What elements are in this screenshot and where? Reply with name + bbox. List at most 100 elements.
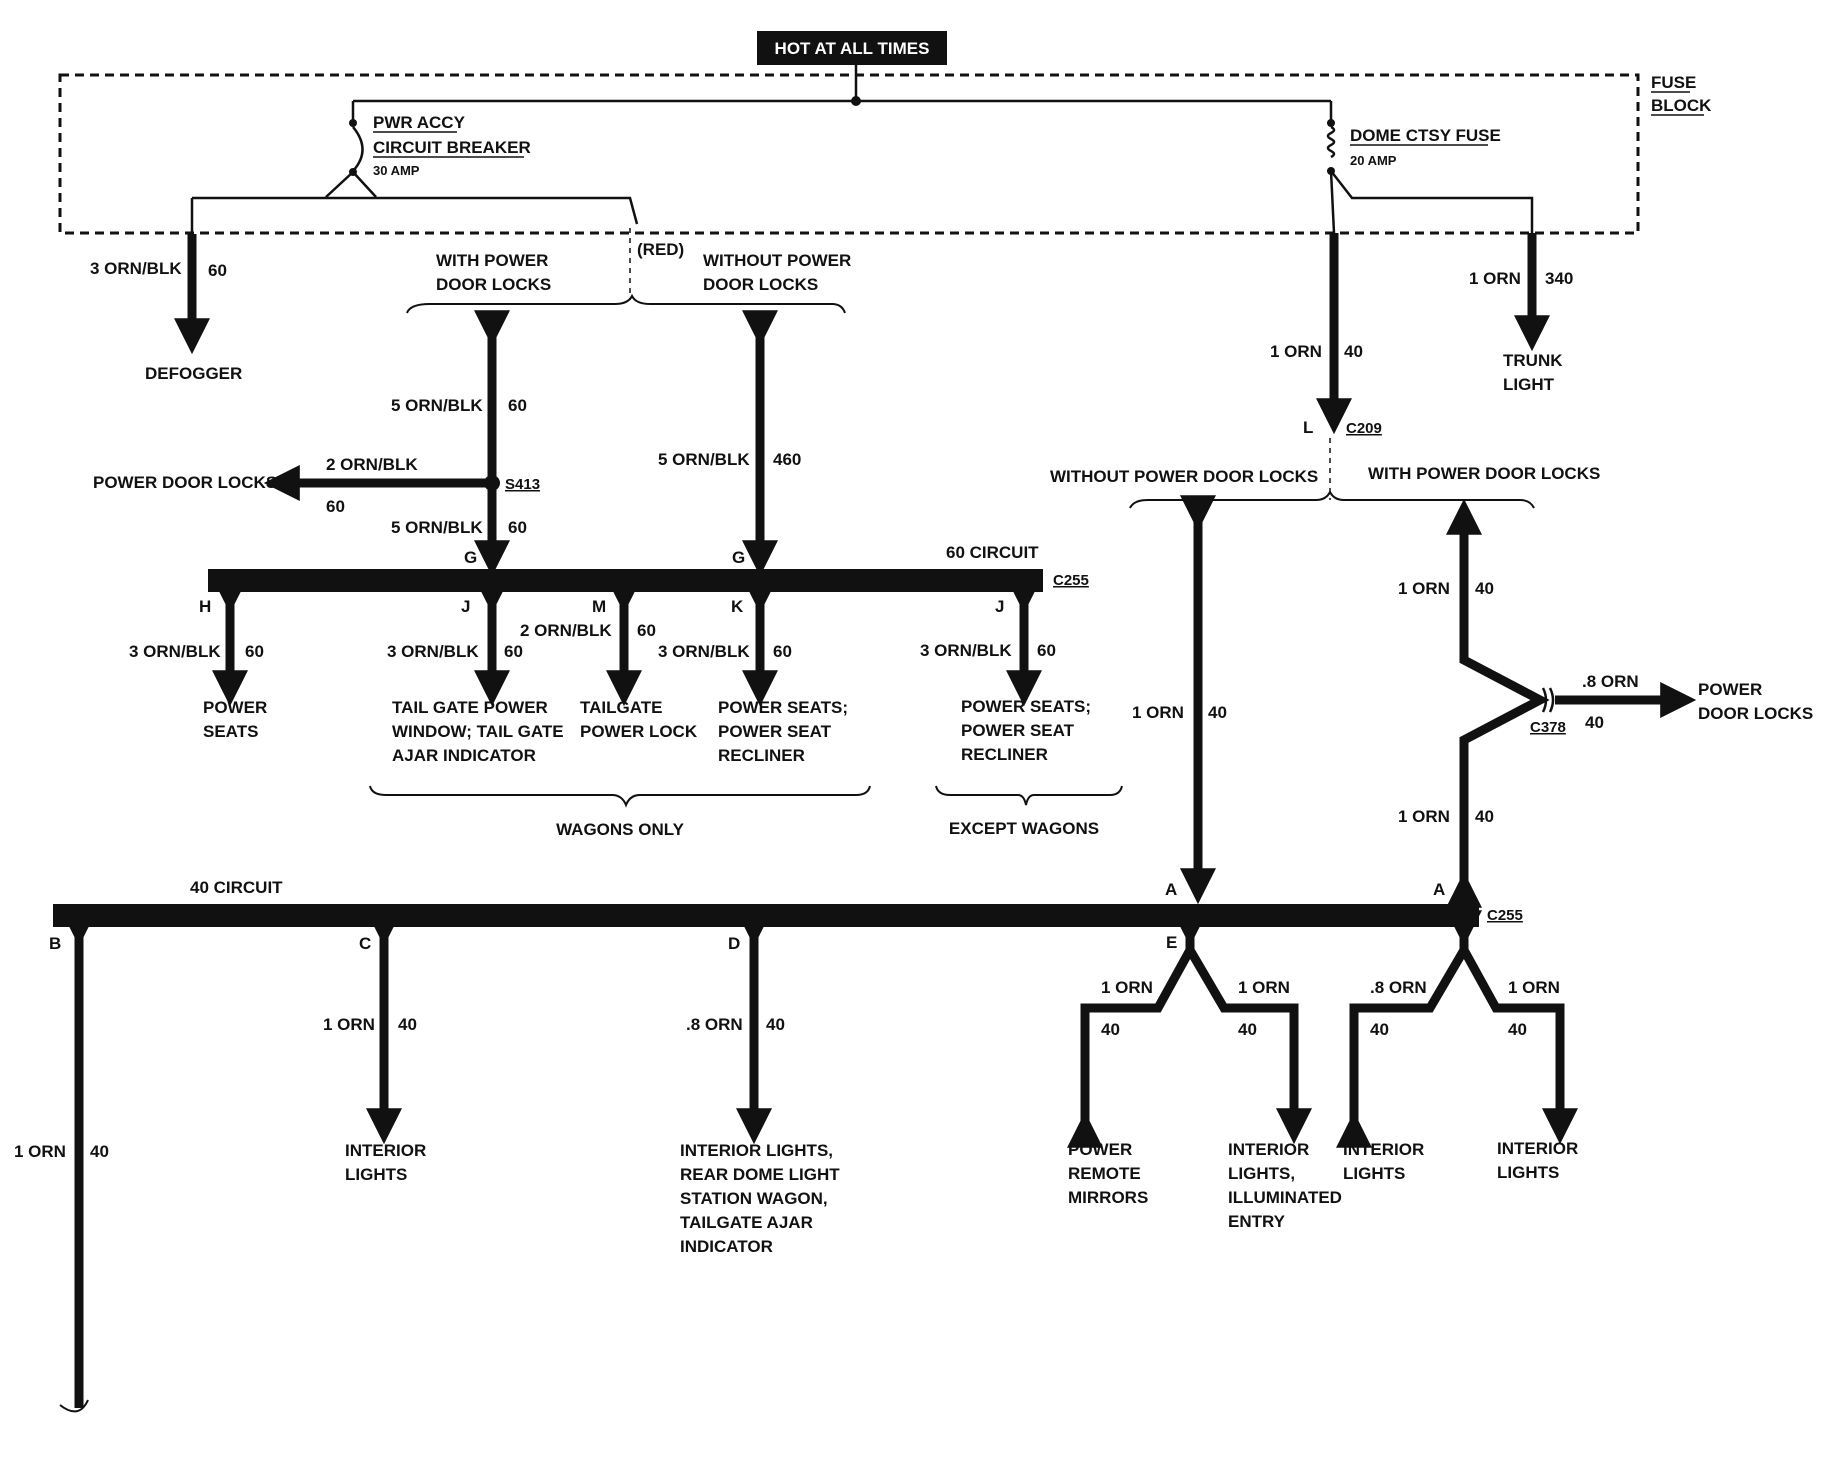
psr-wire-size: 3 ORN/BLK bbox=[658, 642, 750, 661]
feed-with-pdl: 5 ORN/BLK 60 2 ORN/BLK 60 POWER DOOR LOC… bbox=[93, 310, 540, 577]
a-right-wire-size: 1 ORN bbox=[1508, 978, 1560, 997]
bus-60-circuit: 60 CIRCUIT C255 G G bbox=[208, 543, 1089, 592]
d-label-1: INTERIOR LIGHTS, bbox=[680, 1141, 833, 1160]
trunk-label-2: LIGHT bbox=[1503, 375, 1555, 394]
a-left-wire-size: .8 ORN bbox=[1370, 978, 1427, 997]
dome-feed-circuit: 40 bbox=[1344, 342, 1363, 361]
psr2-circuit: 60 bbox=[1037, 641, 1056, 660]
c-wire-size: 1 ORN bbox=[323, 1015, 375, 1034]
c-circuit: 40 bbox=[398, 1015, 417, 1034]
branch-a-split: .8 ORN 40 1 ORN 40 INTERIOR LIGHTS INTER… bbox=[1336, 910, 1578, 1183]
defogger-wire-size: 3 ORN/BLK bbox=[90, 259, 182, 278]
with-pdl-label-2: DOOR LOCKS bbox=[436, 275, 551, 294]
a-right-circuit: 40 bbox=[1508, 1020, 1527, 1039]
tgl-label-1: TAILGATE bbox=[580, 698, 662, 717]
ile-label-4: ENTRY bbox=[1228, 1212, 1286, 1231]
tgw-label-2: WINDOW; TAIL GATE bbox=[392, 722, 564, 741]
fuse-block: FUSE BLOCK PWR ACCY CIRCUIT BREAKER 30 A… bbox=[58, 65, 1712, 236]
a-left-label-1: INTERIOR bbox=[1343, 1140, 1424, 1159]
c255-lower-label: C255 bbox=[1487, 907, 1523, 924]
feed-pdl-circuit: 60 bbox=[508, 396, 527, 415]
except-wagons-label: EXCEPT WAGONS bbox=[949, 819, 1099, 838]
tgw-wire-size: 3 ORN/BLK bbox=[387, 642, 479, 661]
psr-label-3: RECLINER bbox=[718, 746, 805, 765]
ps-label-2: SEATS bbox=[203, 722, 258, 741]
defogger-label: DEFOGGER bbox=[145, 364, 242, 383]
hot-at-all-times-header: HOT AT ALL TIMES bbox=[757, 31, 947, 65]
pin-k: K bbox=[731, 597, 744, 616]
dome-feed: 1 ORN 40 L C209 WITHOUT POWER DOOR LOCKS… bbox=[1050, 233, 1600, 509]
bus-60-label: 60 CIRCUIT bbox=[946, 543, 1039, 562]
pdl-right-label-1: POWER bbox=[1698, 680, 1762, 699]
fuse-block-label-2: BLOCK bbox=[1651, 96, 1712, 115]
pin-d: D bbox=[728, 934, 740, 953]
feed-pdl-circuit-2: 60 bbox=[508, 518, 527, 537]
feed-without-pdl: 5 ORN/BLK 460 bbox=[658, 310, 801, 577]
wagons-only-brace: WAGONS ONLY bbox=[369, 785, 871, 839]
tgl-wire-size: 2 ORN/BLK bbox=[520, 621, 612, 640]
feed-pdl-wire-size-2: 5 ORN/BLK bbox=[391, 518, 483, 537]
dome-fuse-amp: 20 AMP bbox=[1350, 153, 1397, 168]
pin-a-right: A bbox=[1433, 880, 1445, 899]
breaker-label-2: CIRCUIT BREAKER bbox=[373, 138, 531, 157]
feed40-pdl-wire-size-1: 1 ORN bbox=[1398, 579, 1450, 598]
defogger-circuit: 60 bbox=[208, 261, 227, 280]
without-pdl-label-2: DOOR LOCKS bbox=[703, 275, 818, 294]
psr-label-1: POWER SEATS; bbox=[718, 698, 848, 717]
ps-label-1: POWER bbox=[203, 698, 267, 717]
without-pdl-label-1: WITHOUT POWER bbox=[703, 251, 851, 270]
c378-wire-size: .8 ORN bbox=[1582, 672, 1639, 691]
d-label-3: STATION WAGON, bbox=[680, 1189, 828, 1208]
feed40-pdl-circuit-1: 40 bbox=[1475, 579, 1494, 598]
ps-circuit: 60 bbox=[245, 642, 264, 661]
prm-label-3: MIRRORS bbox=[1068, 1188, 1148, 1207]
branch-power-seat-recliner-wagon: K 3 ORN/BLK 60 POWER SEATS; POWER SEAT R… bbox=[658, 577, 848, 765]
pin-j-right: J bbox=[995, 597, 1004, 616]
bus-40-circuit: 40 CIRCUIT C255 bbox=[53, 878, 1523, 927]
branch-b-long: B 1 ORN 40 bbox=[14, 910, 109, 1413]
e-right-circuit: 40 bbox=[1238, 1020, 1257, 1039]
branch-tailgate-window: J 3 ORN/BLK 60 TAIL GATE POWER WINDOW; T… bbox=[387, 577, 564, 765]
feed40-nopdl-circuit: 40 bbox=[1208, 703, 1227, 722]
pin-l: L bbox=[1303, 418, 1313, 437]
breaker-amp: 30 AMP bbox=[373, 163, 420, 178]
d-label-4: TAILGATE AJAR bbox=[680, 1213, 813, 1232]
a-right-label-1: INTERIOR bbox=[1497, 1139, 1578, 1158]
e-right-wire-size: 1 ORN bbox=[1238, 978, 1290, 997]
s413-circuit: 60 bbox=[326, 497, 345, 516]
pin-c: C bbox=[359, 934, 371, 953]
a-right-label-2: LIGHTS bbox=[1497, 1163, 1559, 1182]
a-left-label-2: LIGHTS bbox=[1343, 1164, 1405, 1183]
pin-g-right: G bbox=[732, 548, 745, 567]
feed40-pdl-wire-size-2: 1 ORN bbox=[1398, 807, 1450, 826]
feed40-pdl-circuit-2: 40 bbox=[1475, 807, 1494, 826]
tgl-circuit: 60 bbox=[637, 621, 656, 640]
hot-at-all-times-label: HOT AT ALL TIMES bbox=[775, 39, 930, 58]
breaker-label-1: PWR ACCY bbox=[373, 113, 466, 132]
psr2-label-3: RECLINER bbox=[961, 745, 1048, 764]
c-label-1: INTERIOR bbox=[345, 1141, 426, 1160]
psr-circuit: 60 bbox=[773, 642, 792, 661]
except-wagons-brace: EXCEPT WAGONS bbox=[935, 785, 1123, 838]
branch-e-split: E 1 ORN 40 1 ORN 40 POWER REMOTE MIRRORS… bbox=[1067, 910, 1342, 1231]
c209-label: C209 bbox=[1346, 420, 1382, 437]
wagons-only-label: WAGONS ONLY bbox=[556, 820, 684, 839]
dome-feed-wire-size: 1 ORN bbox=[1270, 342, 1322, 361]
trunk-circuit: 340 bbox=[1545, 269, 1573, 288]
b-circuit: 40 bbox=[90, 1142, 109, 1161]
defogger-branch: 3 ORN/BLK 60 DEFOGGER bbox=[90, 234, 242, 383]
trunk-label-1: TRUNK bbox=[1503, 351, 1563, 370]
feed-40-without-pdl: 1 ORN 40 A bbox=[1132, 495, 1227, 905]
s413-label: S413 bbox=[505, 476, 540, 493]
d-label-2: REAR DOME LIGHT bbox=[680, 1165, 840, 1184]
pin-j-left: J bbox=[461, 597, 470, 616]
psr2-label-1: POWER SEATS; bbox=[961, 697, 1091, 716]
ps-wire-size: 3 ORN/BLK bbox=[129, 642, 221, 661]
pdl-left-label: POWER DOOR LOCKS bbox=[93, 473, 277, 492]
bus-40-label: 40 CIRCUIT bbox=[190, 878, 283, 897]
psr2-wire-size: 3 ORN/BLK bbox=[920, 641, 1012, 660]
d-circuit: 40 bbox=[766, 1015, 785, 1034]
s413-wire-size: 2 ORN/BLK bbox=[326, 455, 418, 474]
